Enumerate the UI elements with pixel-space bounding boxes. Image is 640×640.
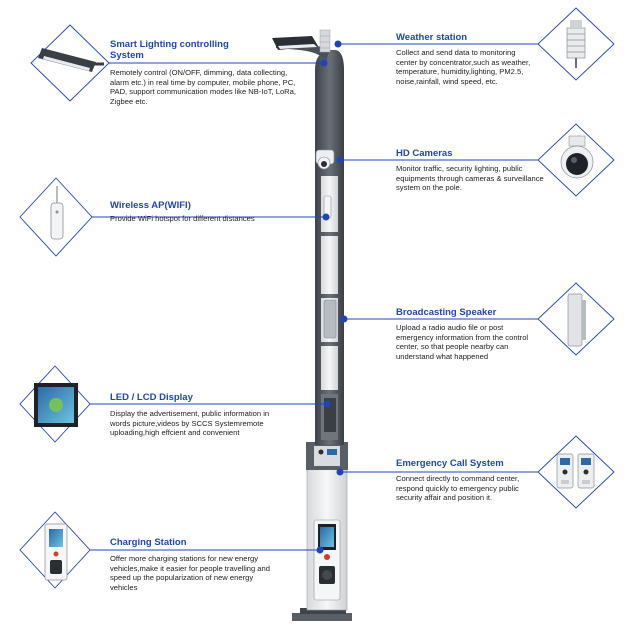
pole-weather-sensor: [319, 29, 331, 53]
feature-desc-lcd-display: Display the advertisement, public inform…: [110, 409, 270, 438]
smart-pole: [272, 29, 352, 621]
feature-title-lcd-display: LED / LCD Display: [110, 392, 193, 403]
feature-desc-emergency-call: Connect directly to command center, resp…: [396, 474, 520, 503]
feature-desc-hd-cameras: Monitor traffic, security lighting, publ…: [396, 164, 544, 193]
pole-panel: [321, 236, 338, 294]
pole-speaker: [323, 299, 337, 339]
diamond-frame-right: [537, 435, 615, 509]
feature-desc-wireless-ap: Provide WiFi hotspot for different dista…: [110, 214, 255, 223]
pole-base-collar: [300, 608, 346, 614]
connector-dots: [316, 40, 348, 554]
feature-desc-broadcasting-speaker: Upload a radio audio file or post emerge…: [396, 323, 529, 361]
feature-desc-weather-station: Collect and send data to monitoring cent…: [396, 48, 531, 86]
pole-panel: [321, 346, 338, 390]
connector-lines: [88, 43, 548, 551]
weather-station-icon: [566, 20, 586, 68]
feature-desc-smart-lighting: Remotely control (ON/OFF, dimming, data …: [110, 68, 296, 106]
wifi-ap-icon: [50, 186, 64, 240]
feature-title-broadcasting-speaker: Broadcasting Speaker: [396, 307, 497, 318]
column-speaker-icon: [567, 293, 586, 347]
pole-upper-arm: [315, 50, 344, 150]
intercom-icon: [556, 453, 595, 489]
feature-title-emergency-call: Emergency Call System: [396, 458, 504, 469]
dome-camera-icon: [560, 135, 594, 179]
feature-desc-charging-station: Offer more charging stations for new ene…: [110, 554, 270, 592]
street-light-icon: [38, 48, 104, 72]
lcd-display-icon: [34, 383, 78, 427]
feature-title-wireless-ap: Wireless AP(WIFI): [110, 200, 191, 211]
ev-charger-icon: [44, 523, 68, 581]
pole-charger-stop-button: [324, 554, 330, 560]
feature-title-weather-station: Weather station: [396, 32, 468, 43]
feature-title-smart-lighting: Smart Lighting controlling System: [110, 39, 229, 61]
feature-title-charging-station: Charging Station: [110, 537, 187, 548]
pole-base-plate: [292, 613, 352, 621]
feature-title-hd-cameras: HD Cameras: [396, 148, 453, 159]
pole-lamp-lens: [278, 44, 317, 49]
